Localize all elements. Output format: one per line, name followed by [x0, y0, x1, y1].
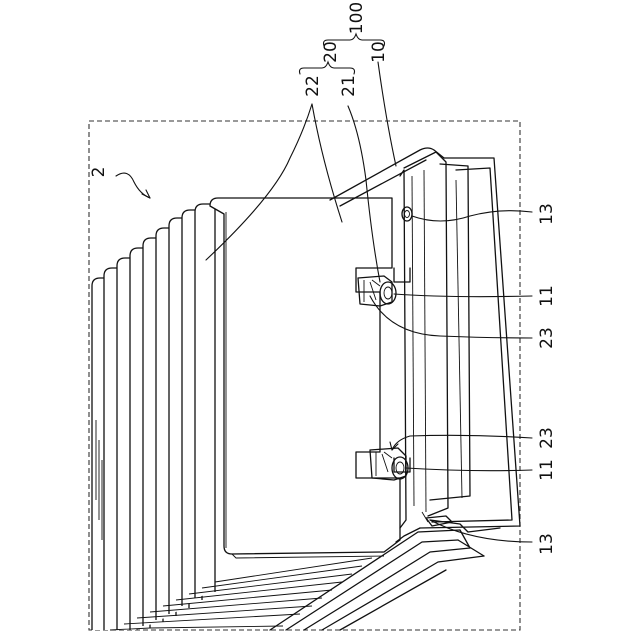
label-11-bottom: 11 [537, 459, 557, 481]
label-23-top: 23 [537, 327, 557, 349]
label-21: 21 [339, 75, 359, 97]
label-13-bottom: 13 [537, 533, 557, 555]
label-13-top: 13 [537, 203, 557, 225]
front-plate [210, 198, 400, 554]
pin-11-bottom [370, 448, 408, 480]
label-2: 2 [89, 167, 109, 178]
label-11-top: 11 [537, 285, 557, 307]
label-100: 100 [347, 2, 367, 34]
stack-plate [195, 204, 215, 598]
label-23-bottom: 23 [537, 427, 557, 449]
boss-13-top [402, 207, 412, 221]
label-10: 10 [369, 41, 389, 63]
label-20: 20 [321, 41, 341, 63]
label-22: 22 [303, 75, 323, 97]
